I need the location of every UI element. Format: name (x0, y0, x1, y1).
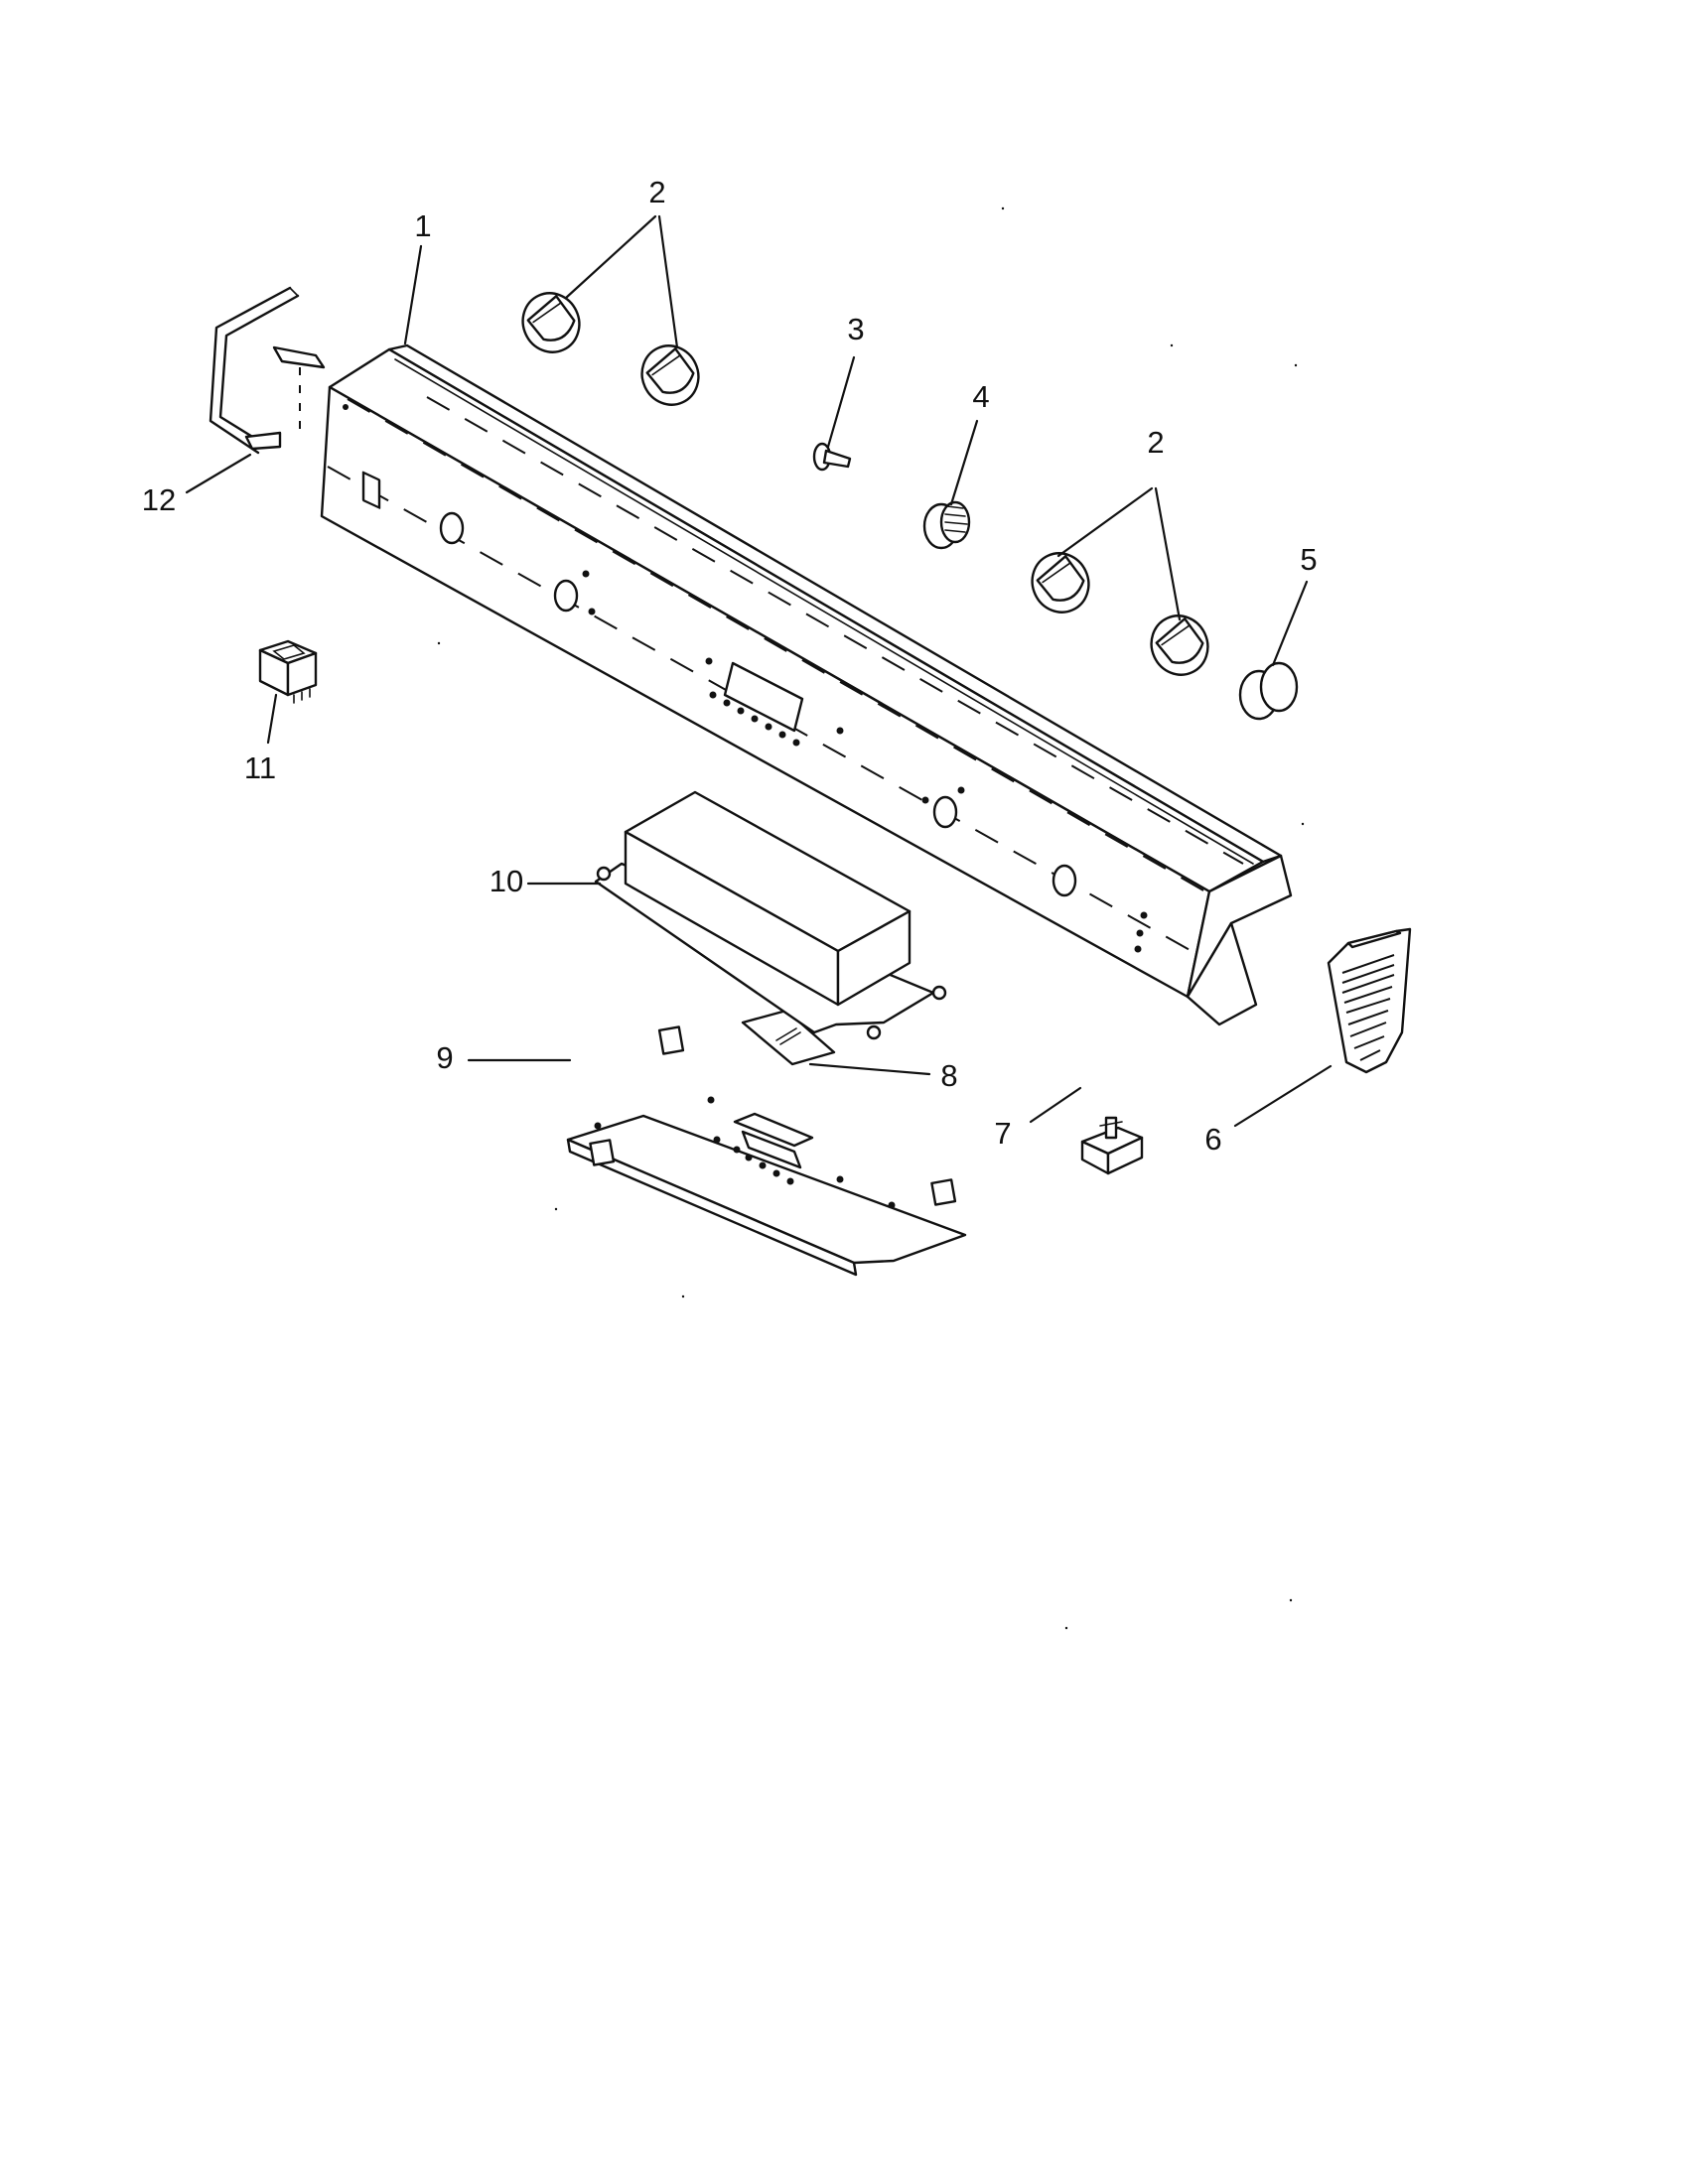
callout-12: 12 (142, 482, 176, 517)
end-cap-trim (1327, 927, 1412, 1074)
callout-3: 3 (847, 312, 864, 346)
callout-9: 9 (436, 1040, 453, 1075)
button-cap-icon (1238, 661, 1299, 721)
knob-icon (1031, 552, 1090, 614)
switch-cutout (361, 471, 381, 509)
callout-2-upper: 2 (648, 175, 665, 209)
knob-icon (1150, 614, 1209, 676)
electronic-module-box (594, 790, 947, 1040)
support-bracket (209, 286, 326, 455)
pin-icon (812, 442, 852, 472)
overlay-membrane-icon (741, 1009, 836, 1066)
callout-4: 4 (972, 379, 989, 414)
control-board (566, 1025, 967, 1277)
display-window (723, 661, 804, 733)
callout-6: 6 (1204, 1122, 1221, 1157)
callout-8: 8 (940, 1058, 957, 1093)
callout-11: 11 (244, 751, 276, 785)
callout-7: 7 (994, 1116, 1011, 1151)
knob-icon (521, 292, 581, 353)
callout-2-lower: 2 (1147, 425, 1164, 460)
scan-specks (437, 206, 1305, 1630)
callout-1: 1 (414, 208, 431, 243)
callout-labels: 1 2 2 3 4 5 6 7 8 9 10 11 12 (142, 175, 1318, 1157)
selector-knob-icon (922, 500, 971, 550)
control-panel-backguard (320, 343, 1293, 1026)
knob-icon (640, 344, 700, 406)
knob-hole-3 (932, 795, 958, 829)
relay-icon (258, 639, 318, 704)
knob-hole-1 (439, 511, 465, 545)
callout-5: 5 (1300, 542, 1317, 577)
knob-hole-2 (553, 579, 579, 613)
leader-lines (185, 214, 1333, 1128)
board-display (741, 1130, 802, 1169)
knob-hole-4 (1052, 864, 1077, 897)
switch-block-icon (1080, 1116, 1144, 1175)
callout-10: 10 (490, 864, 523, 898)
